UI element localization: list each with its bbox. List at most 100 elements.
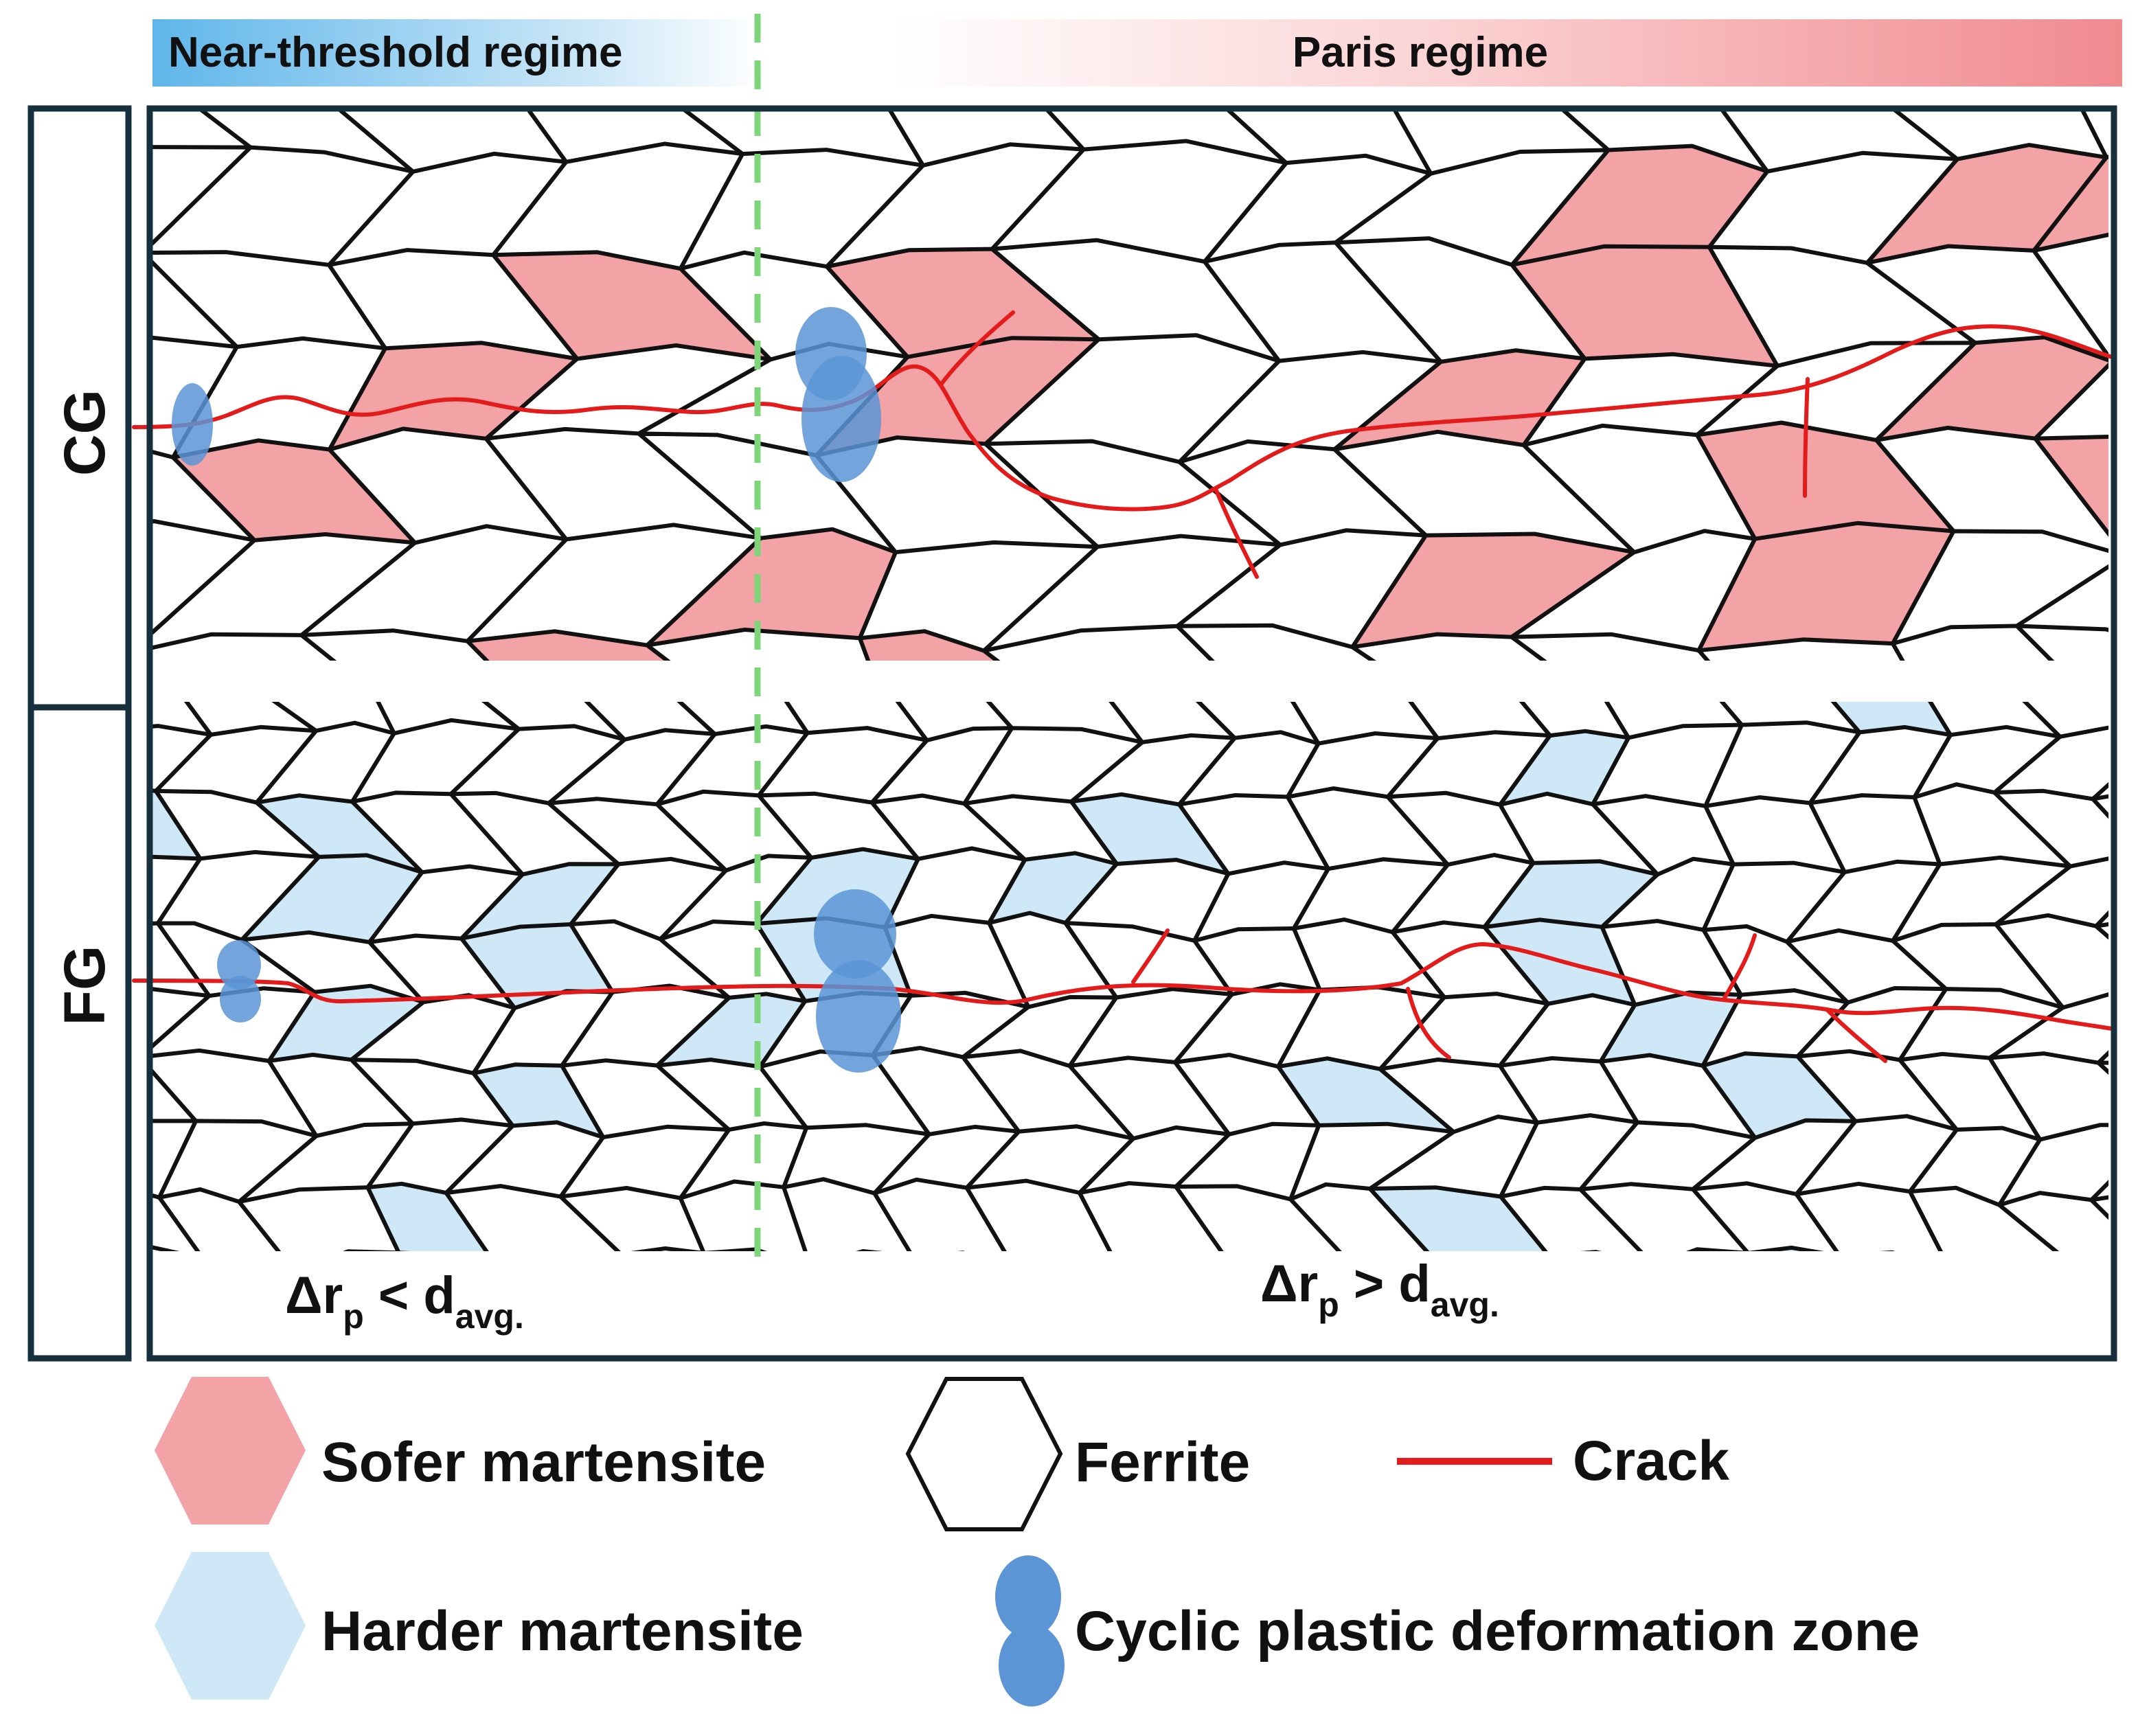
fg-zone-large-top — [814, 889, 896, 979]
fg-ferrite-grain — [444, 1184, 621, 1251]
fg-ferrite-grain — [157, 1187, 282, 1251]
cg-crack-branch-2 — [1214, 487, 1259, 579]
fg-ferrite-grain — [2091, 794, 2108, 819]
legend-harder-martensite-swatch — [155, 1552, 306, 1700]
diagram-frame — [146, 105, 2117, 1362]
legend-softer-martensite-swatch — [155, 1377, 306, 1524]
fg-zone-small-bottom — [220, 976, 261, 1023]
fg-ferrite-grain — [237, 1185, 400, 1251]
fg-ferrite-grain — [1790, 1324, 1961, 1401]
fg-crack-branch-4 — [1825, 1007, 1887, 1063]
legend-ferrite-swatch — [905, 1377, 1063, 1531]
cg-ferrite-grain — [299, 628, 490, 661]
legend-cyclic-zone-swatch — [995, 1555, 1065, 1706]
fg-ferrite-grain — [1580, 1250, 1602, 1251]
cg-grain-network — [150, 111, 2108, 661]
fg-martensite-grain — [2010, 1254, 2138, 1339]
fg-ferrite-grain — [782, 1177, 912, 1251]
legend-cyclic-zone-label: Cyclic plastic deformation zone — [1075, 1600, 1920, 1663]
cg-crack — [132, 310, 2114, 579]
fg-ferrite-grain — [1908, 1185, 2060, 1251]
fg-zone-small-top — [217, 940, 261, 990]
row-label-cg: CG — [52, 389, 117, 476]
paris-bar — [893, 19, 2122, 87]
fg-ferrite-grain — [678, 1179, 808, 1251]
fg-ferrite-grain — [1499, 1185, 1644, 1251]
row-label-frame — [27, 105, 132, 1362]
fg-ferrite-grain — [2089, 1195, 2108, 1220]
fg-ferrite-grain — [1385, 1325, 1540, 1399]
fg-ferrite-grain — [150, 1244, 180, 1251]
cg-crack-branch-3 — [1803, 377, 1810, 498]
annotation-near-threshold: Δrp < davg. — [285, 1266, 524, 1336]
fg-crack-main — [132, 941, 2114, 1031]
fg-ferrite-grain — [1685, 1247, 1749, 1251]
fg-zone-large-bottom — [816, 960, 901, 1073]
cg-zone-small — [172, 383, 213, 466]
cg-martensite-grain — [858, 629, 1001, 661]
cg-ferrite-grain — [1696, 637, 1905, 661]
fg-martensite-grain — [1747, 1245, 1825, 1251]
cg-crack-main — [132, 324, 2114, 512]
fg-ferrite-grain — [2096, 1060, 2108, 1075]
fg-martensite-grain — [754, 1323, 914, 1406]
fg-martensite-grain — [2098, 1325, 2138, 1405]
fg-ferrite-grain — [1888, 1255, 2063, 1344]
cg-martensite-grain — [2033, 435, 2108, 537]
fg-ferrite-grain — [1679, 1324, 1858, 1400]
cg-martensite-grain — [465, 629, 671, 661]
cg-ferrite-grain — [1175, 623, 1376, 661]
fg-ferrite-grain — [964, 1178, 1113, 1251]
cg-ferrite-grain — [2032, 232, 2108, 360]
cg-ferrite-grain — [1510, 632, 1711, 661]
cg-plastic-zones — [172, 307, 881, 482]
fg-ferrite-grain — [1077, 1181, 1224, 1251]
fg-ferrite-grain — [1288, 1182, 1430, 1251]
cg-crack-branch-1 — [939, 310, 1015, 387]
fg-crack — [132, 928, 2114, 1063]
annotation-paris: Δrp > davg. — [1260, 1255, 1499, 1324]
paris-label: Paris regime — [1293, 29, 1548, 76]
cg-ferrite-grain — [150, 632, 337, 661]
cg-zone-large-bottom — [801, 356, 881, 482]
fg-ferrite-grain — [856, 1249, 883, 1251]
fg-ferrite-grain — [956, 1250, 966, 1251]
near-threshold-label: Near-threshold regime — [168, 29, 623, 76]
fg-ferrite-grain — [1578, 1182, 1749, 1251]
fg-ferrite-grain — [162, 1255, 295, 1332]
cg-ferrite-grain — [1350, 632, 1547, 661]
fg-ferrite-grain — [703, 1247, 768, 1251]
fg-martensite-grain — [1888, 1329, 2056, 1402]
fg-ferrite-grain — [49, 1318, 194, 1407]
fg-ferrite-grain — [2094, 922, 2108, 940]
legend-harder-martensite-label: Harder martensite — [321, 1600, 804, 1663]
fg-ferrite-grain — [2010, 1327, 2138, 1402]
fg-martensite-grain — [365, 1181, 489, 1251]
fg-ferrite-grain — [1879, 1250, 1896, 1251]
cg-ferrite-grain — [981, 624, 1215, 661]
fg-crack-branch-2 — [1406, 987, 1451, 1060]
fg-ferrite-grain — [630, 1246, 705, 1251]
fg-crack-branch-1 — [1131, 928, 1170, 984]
legend-softer-martensite-label: Sofer martensite — [321, 1431, 766, 1494]
fg-ferrite-grain — [1481, 1325, 1651, 1402]
row-label-fg: FG — [52, 946, 117, 1026]
cg-ferrite-grain — [2014, 624, 2108, 661]
row-labels: CG FG — [27, 105, 132, 1362]
legend: Sofer martensite Ferrite Crack Harder ma… — [155, 1377, 1920, 1706]
fg-ferrite-grain — [1081, 1255, 1230, 1337]
cg-ferrite-grain — [1891, 624, 2055, 661]
fg-ferrite-grain — [2098, 1256, 2138, 1342]
fg-ferrite-grain — [1794, 1181, 1943, 1251]
legend-ferrite-label: Ferrite — [1075, 1431, 1250, 1494]
fg-crack-branch-3 — [1722, 933, 1757, 1001]
cg-ferrite-grain — [150, 519, 257, 638]
near-threshold-bar — [152, 19, 764, 87]
fg-martensite-grain — [1367, 1185, 1548, 1251]
fg-ferrite-grain — [968, 1260, 1117, 1333]
fg-ferrite-grain — [1997, 1191, 2108, 1251]
fg-ferrite-grain — [558, 1186, 706, 1251]
fg-grain-network — [49, 702, 2138, 1407]
fg-plastic-zones — [217, 889, 901, 1073]
